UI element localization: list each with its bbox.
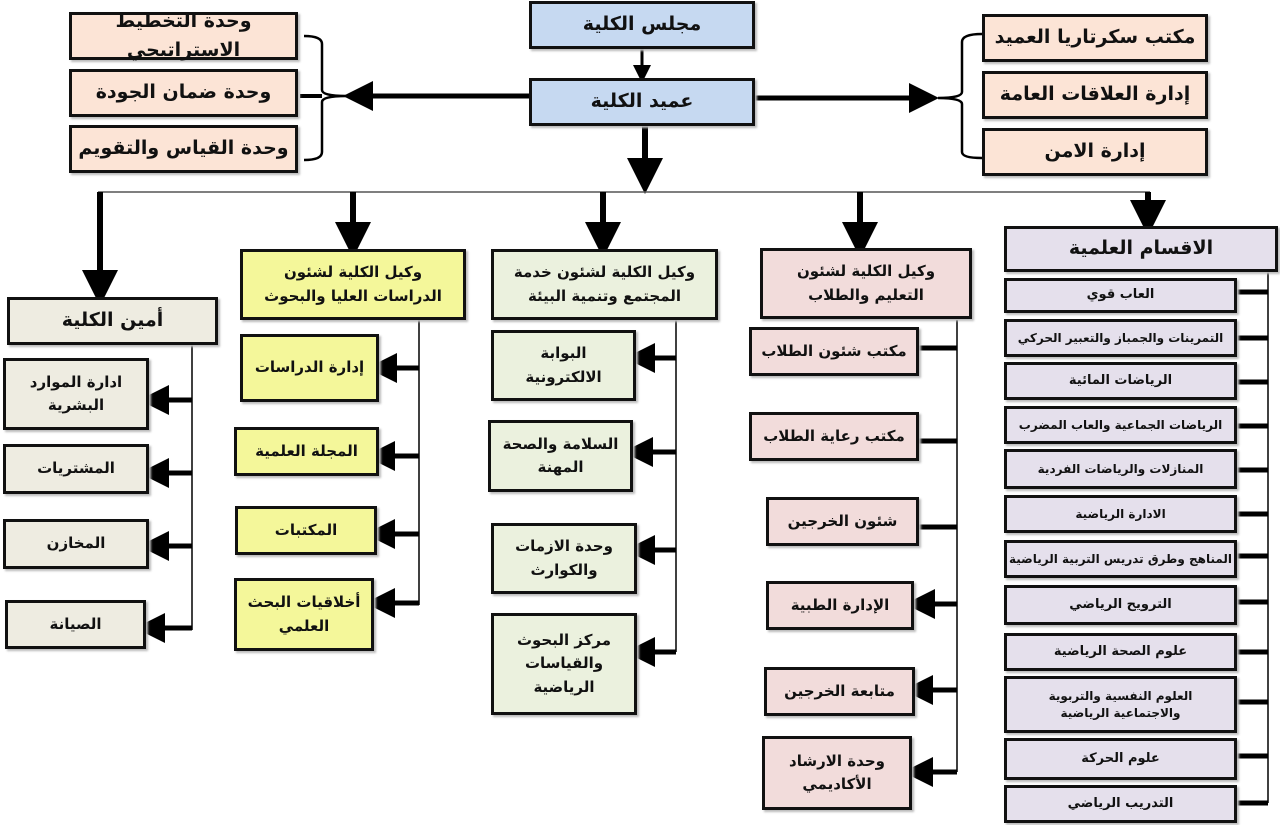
- item-label: المشتريات: [37, 459, 115, 478]
- department-item: المنازلات والرياضات الفردية: [1004, 449, 1237, 489]
- community-service-deputy-box: وكيل الكلية لشئون خدمة المجتمع وتنمية ال…: [491, 249, 718, 320]
- dean-secretariat-box: مكتب سكرتاريا العميد: [982, 14, 1208, 62]
- department-item: العاب قوي: [1004, 278, 1237, 313]
- branch-item: متابعة الخرجين: [764, 667, 915, 716]
- item-label: المنازلات والرياضات الفردية: [1037, 461, 1204, 476]
- branch-item: السلامة والصحة المهنة: [488, 420, 633, 492]
- education-students-deputy-box: وكيل الكلية لشئون التعليم والطلاب: [760, 248, 972, 319]
- item-label: أخلاقيات البحث العلمي: [247, 593, 361, 635]
- item-label: ادارة الموارد البشرية: [29, 372, 123, 414]
- item-label: الترويح الرياضي: [1069, 596, 1172, 612]
- item-label: مكتب شئون الطلاب: [761, 341, 907, 360]
- unit-label: وحدة التخطيط الاستراتيجي: [115, 9, 252, 61]
- item-label: إدارة الدراسات: [254, 358, 365, 377]
- item-label: العاب قوي: [1086, 287, 1155, 303]
- department-item: التمرينات والجمباز والتعبير الحركي: [1004, 319, 1237, 357]
- dean-label: عميد الكلية: [590, 90, 694, 113]
- item-label: الصيانة: [49, 614, 102, 633]
- branch-item: الإدارة الطبية: [766, 581, 914, 630]
- item-label: المكتبات: [274, 520, 338, 539]
- department-item: المناهج وطرق تدريس التربية الرياضية: [1004, 540, 1237, 578]
- item-label: مكتب رعاية الطلاب: [763, 426, 905, 445]
- public-relations-box: إدارة العلاقات العامة: [982, 71, 1208, 119]
- departments-links: [1236, 289, 1268, 806]
- branch-item: إدارة الدراسات: [240, 334, 379, 402]
- unit-label: مكتب سكرتاريا العميد: [994, 26, 1196, 49]
- item-label: التمرينات والجمباز والتعبير الحركي: [1017, 330, 1224, 345]
- branch-item: المخازن: [3, 519, 149, 569]
- item-label: الرياضات الجماعية والعاب المضرب: [1018, 417, 1223, 432]
- unit-label: إدارة الامن: [1044, 140, 1146, 163]
- branch-item: ادارة الموارد البشرية: [3, 358, 149, 430]
- branch-item: شئون الخرجين: [766, 497, 919, 546]
- branch-item: البوابة الالكترونية: [491, 330, 636, 401]
- item-label: التدريب الرياضي: [1067, 795, 1174, 811]
- branch-item: المشتريات: [3, 444, 149, 494]
- item-label: المجلة العلمية: [255, 441, 358, 460]
- branch-item: المجلة العلمية: [234, 427, 379, 476]
- right-bracket: [937, 32, 983, 160]
- strategic-planning-unit-box: وحدة التخطيط الاستراتيجي: [69, 10, 298, 61]
- branch-title: وكيل الكلية لشئون التعليم والطلاب: [796, 262, 936, 304]
- department-item: العلوم النفسية والتربوية والاجتماعية الر…: [1004, 676, 1237, 733]
- department-item: الرياضات الجماعية والعاب المضرب: [1004, 406, 1237, 444]
- unit-label: إدارة العلاقات العامة: [999, 83, 1191, 106]
- graduate-studies-deputy-box: وكيل الكلية لشئون الدراسات العليا والبحو…: [240, 249, 466, 320]
- unit-label: وحدة ضمان الجودة: [95, 81, 272, 104]
- dean-box: عميد الكلية: [529, 78, 755, 126]
- branch-title: أمين الكلية: [61, 309, 164, 332]
- academic-departments-box: الاقسام العلمية: [1004, 226, 1278, 272]
- item-label: الرياضات المائية: [1068, 372, 1173, 388]
- department-item: الرياضات المائية: [1004, 362, 1237, 400]
- item-label: وحدة الازمات والكوارث: [515, 537, 613, 579]
- branch-item: مكتب شئون الطلاب: [749, 327, 919, 376]
- branch-title: وكيل الكلية لشئون الدراسات العليا والبحو…: [264, 263, 442, 305]
- quality-assurance-unit-box: وحدة ضمان الجودة: [69, 69, 298, 117]
- college-council-label: مجلس الكلية: [582, 13, 702, 36]
- college-secretary-box: أمين الكلية: [7, 297, 218, 345]
- item-label: العلوم النفسية والتربوية والاجتماعية الر…: [1048, 688, 1193, 720]
- item-label: الإدارة الطبية: [790, 595, 890, 614]
- item-label: علوم الصحة الرياضية: [1053, 643, 1188, 659]
- branch-title: الاقسام العلمية: [1068, 237, 1214, 260]
- branch-item: الصيانة: [5, 600, 146, 649]
- item-label: البوابة الالكترونية: [525, 344, 602, 386]
- security-admin-box: إدارة الامن: [982, 128, 1208, 176]
- item-label: الادارة الرياضية: [1075, 506, 1166, 521]
- department-item: علوم الصحة الرياضية: [1004, 633, 1237, 671]
- branch-title: وكيل الكلية لشئون خدمة المجتمع وتنمية ال…: [513, 263, 696, 305]
- item-label: علوم الحركة: [1081, 750, 1160, 766]
- branch-item: وحدة الازمات والكوارث: [491, 523, 637, 594]
- department-item: الادارة الرياضية: [1004, 495, 1237, 533]
- branch-item: المكتبات: [235, 506, 377, 555]
- department-item: علوم الحركة: [1004, 738, 1237, 780]
- item-label: مركز البحوث والقياسات الرياضية: [516, 631, 612, 696]
- item-label: السلامة والصحة المهنة: [502, 434, 619, 476]
- branch-item: مركز البحوث والقياسات الرياضية: [491, 613, 637, 715]
- branch-item: مكتب رعاية الطلاب: [749, 412, 919, 461]
- college-council-box: مجلس الكلية: [529, 1, 755, 49]
- item-label: شئون الخرجين: [787, 511, 898, 530]
- measurement-evaluation-unit-box: وحدة القياس والتقويم: [69, 125, 298, 173]
- item-label: متابعة الخرجين: [784, 681, 895, 700]
- item-label: المخازن: [46, 534, 106, 553]
- branch-item: وحدة الارشاد الأكاديمي: [762, 736, 912, 810]
- department-item: التدريب الرياضي: [1004, 785, 1237, 823]
- unit-label: وحدة القياس والتقويم: [78, 137, 289, 160]
- item-label: وحدة الارشاد الأكاديمي: [789, 751, 885, 793]
- left-bracket: [303, 34, 347, 162]
- department-item: الترويح الرياضي: [1004, 585, 1237, 625]
- branch-item: أخلاقيات البحث العلمي: [234, 578, 374, 651]
- item-label: المناهج وطرق تدريس التربية الرياضية: [1008, 551, 1233, 566]
